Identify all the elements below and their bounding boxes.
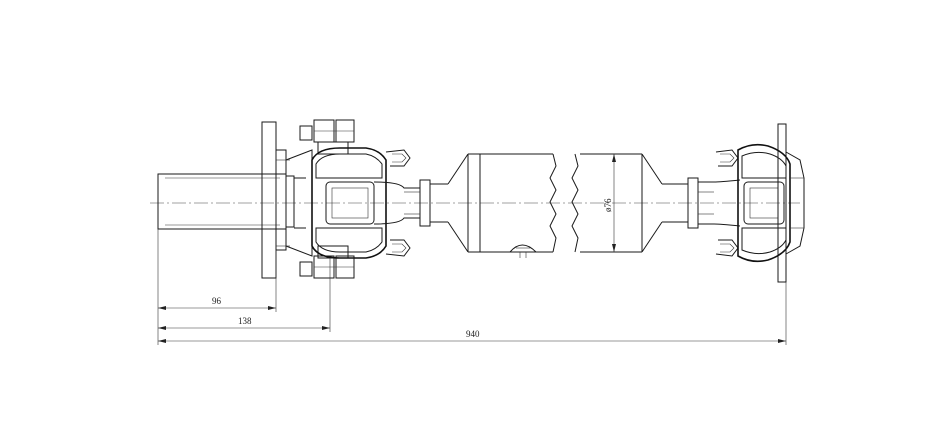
right-flange bbox=[777, 123, 805, 283]
dimension-138: 138 bbox=[158, 316, 330, 330]
dimension-96-label: 96 bbox=[212, 296, 222, 306]
dimension-138-label: 138 bbox=[238, 316, 252, 326]
lower-flange-bolts bbox=[299, 245, 355, 279]
left-yoke-neck bbox=[373, 153, 469, 253]
slip-stub-shaft bbox=[157, 173, 306, 230]
dimension-940: 940 bbox=[158, 329, 786, 343]
left-universal-joint bbox=[311, 147, 411, 259]
main-tube bbox=[467, 153, 643, 258]
dimension-96: 96 bbox=[158, 296, 276, 310]
tube-diameter-dimension: ø76 bbox=[603, 154, 616, 252]
right-yoke-neck bbox=[641, 153, 741, 253]
left-flange bbox=[261, 121, 313, 279]
right-universal-joint bbox=[715, 143, 791, 263]
tube-diameter-label: ø76 bbox=[603, 198, 613, 212]
dimension-940-label: 940 bbox=[466, 329, 480, 339]
